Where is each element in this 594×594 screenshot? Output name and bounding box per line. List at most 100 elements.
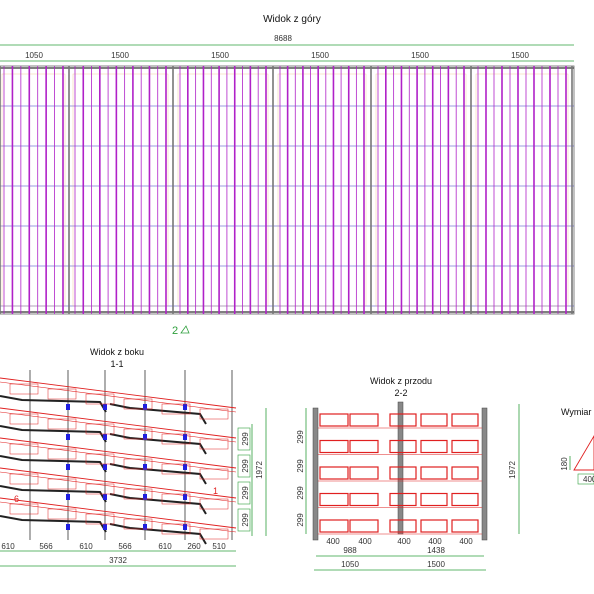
front-bin bbox=[319, 466, 349, 480]
side-bin bbox=[47, 478, 77, 490]
side-height-dim: 299 bbox=[241, 432, 250, 446]
bay-outline bbox=[177, 73, 269, 307]
side-bin bbox=[123, 428, 153, 440]
side-height-dims: 299 299 299 299 1972 bbox=[237, 408, 267, 536]
side-bin bbox=[47, 508, 77, 520]
front-right-total: 1972 bbox=[508, 461, 517, 479]
side-bin bbox=[161, 463, 191, 475]
side-bottom-dim: 260 bbox=[187, 542, 201, 551]
front-view: Widok z przodu 2-2 299 299 299 299 1972 … bbox=[296, 376, 520, 571]
top-segment-dim: 1500 bbox=[211, 51, 229, 60]
side-connector bbox=[143, 434, 147, 440]
side-height-dim: 299 bbox=[241, 459, 250, 473]
side-bottom-dim: 610 bbox=[1, 542, 15, 551]
front-bin bbox=[319, 492, 349, 507]
side-shelf-line bbox=[0, 377, 237, 409]
bay-outline bbox=[277, 73, 367, 307]
dimension-height: 180 bbox=[560, 457, 569, 471]
side-bottom-dim: 566 bbox=[39, 542, 53, 551]
side-bin bbox=[123, 398, 153, 410]
side-total-dim: 3732 bbox=[109, 556, 127, 565]
side-connector bbox=[66, 464, 70, 470]
side-shelf-line bbox=[0, 467, 237, 499]
side-connector bbox=[183, 464, 187, 470]
dimension-view: Wymiar 180 400 bbox=[560, 407, 594, 485]
side-connector bbox=[183, 494, 187, 500]
front-small-dim: 400 bbox=[459, 537, 473, 546]
side-connector bbox=[66, 494, 70, 500]
side-connector bbox=[183, 434, 187, 440]
front-upright bbox=[481, 407, 488, 541]
front-upright bbox=[312, 407, 319, 541]
front-bin bbox=[389, 413, 417, 427]
bay-outline bbox=[475, 73, 569, 307]
side-bin bbox=[123, 458, 153, 470]
side-bin bbox=[161, 403, 191, 415]
top-view-rack-plan bbox=[0, 65, 575, 315]
side-view-subtitle: 1-1 bbox=[110, 359, 123, 369]
top-segment-dim: 1500 bbox=[111, 51, 129, 60]
side-bin bbox=[199, 438, 229, 450]
top-segment-dim: 1050 bbox=[25, 51, 43, 60]
side-beam bbox=[109, 493, 207, 515]
front-left-height: 299 bbox=[296, 486, 305, 500]
side-connector bbox=[143, 524, 147, 530]
front-bin bbox=[319, 413, 349, 427]
side-connector bbox=[143, 404, 147, 410]
front-bin bbox=[349, 492, 379, 507]
side-shelf-line bbox=[0, 471, 237, 503]
front-bin bbox=[389, 466, 417, 480]
front-bin bbox=[451, 466, 479, 480]
side-view-title: Widok z boku bbox=[90, 347, 144, 357]
front-view-title: Widok z przodu bbox=[370, 376, 432, 386]
side-bin bbox=[199, 468, 229, 480]
front-bin bbox=[389, 439, 417, 454]
side-beam bbox=[109, 433, 207, 455]
front-left-height: 299 bbox=[296, 513, 305, 527]
front-bin bbox=[451, 492, 479, 507]
side-bin bbox=[161, 493, 191, 505]
side-connector bbox=[66, 524, 70, 530]
front-bin bbox=[319, 519, 349, 533]
front-bin bbox=[389, 492, 417, 507]
dimension-width-box bbox=[577, 473, 594, 485]
side-height-dim: 299 bbox=[241, 486, 250, 500]
front-left-height-dims: 299 299 299 299 bbox=[296, 408, 307, 534]
side-bin bbox=[161, 523, 191, 535]
side-shelf-line bbox=[0, 381, 237, 413]
side-connector bbox=[103, 404, 107, 410]
top-segment-dim: 1500 bbox=[511, 51, 529, 60]
side-bin bbox=[199, 528, 229, 540]
side-bin bbox=[85, 393, 115, 405]
side-bin bbox=[9, 413, 39, 425]
front-bin bbox=[349, 439, 379, 454]
top-segment-dim: 1500 bbox=[411, 51, 429, 60]
front-small-dim: 400 bbox=[326, 537, 340, 546]
side-bin bbox=[123, 488, 153, 500]
side-bottom-dim: 566 bbox=[118, 542, 132, 551]
side-shelf-line bbox=[0, 441, 237, 473]
front-upright bbox=[397, 401, 404, 535]
side-bin bbox=[9, 443, 39, 455]
callout-6: 6 bbox=[14, 494, 19, 504]
bay-outline bbox=[375, 73, 467, 307]
top-segment-dim: 1500 bbox=[311, 51, 329, 60]
front-bin bbox=[349, 466, 379, 480]
side-connector bbox=[143, 494, 147, 500]
side-shelf-line bbox=[0, 411, 237, 443]
front-inner-width: 1438 bbox=[427, 546, 445, 555]
front-bin bbox=[389, 519, 417, 533]
callout-1: 1 bbox=[213, 486, 218, 496]
side-bottom-dim: 610 bbox=[158, 542, 172, 551]
side-connector bbox=[66, 404, 70, 410]
side-bottom-dim: 510 bbox=[212, 542, 226, 551]
section-marker-2: 2 bbox=[172, 325, 178, 337]
side-height-dim: 299 bbox=[241, 513, 250, 527]
side-bin bbox=[47, 388, 77, 400]
side-bin bbox=[199, 498, 229, 510]
side-connector bbox=[143, 464, 147, 470]
front-small-dim: 400 bbox=[428, 537, 442, 546]
side-connector bbox=[103, 494, 107, 500]
side-connector bbox=[103, 434, 107, 440]
side-bin bbox=[85, 513, 115, 525]
